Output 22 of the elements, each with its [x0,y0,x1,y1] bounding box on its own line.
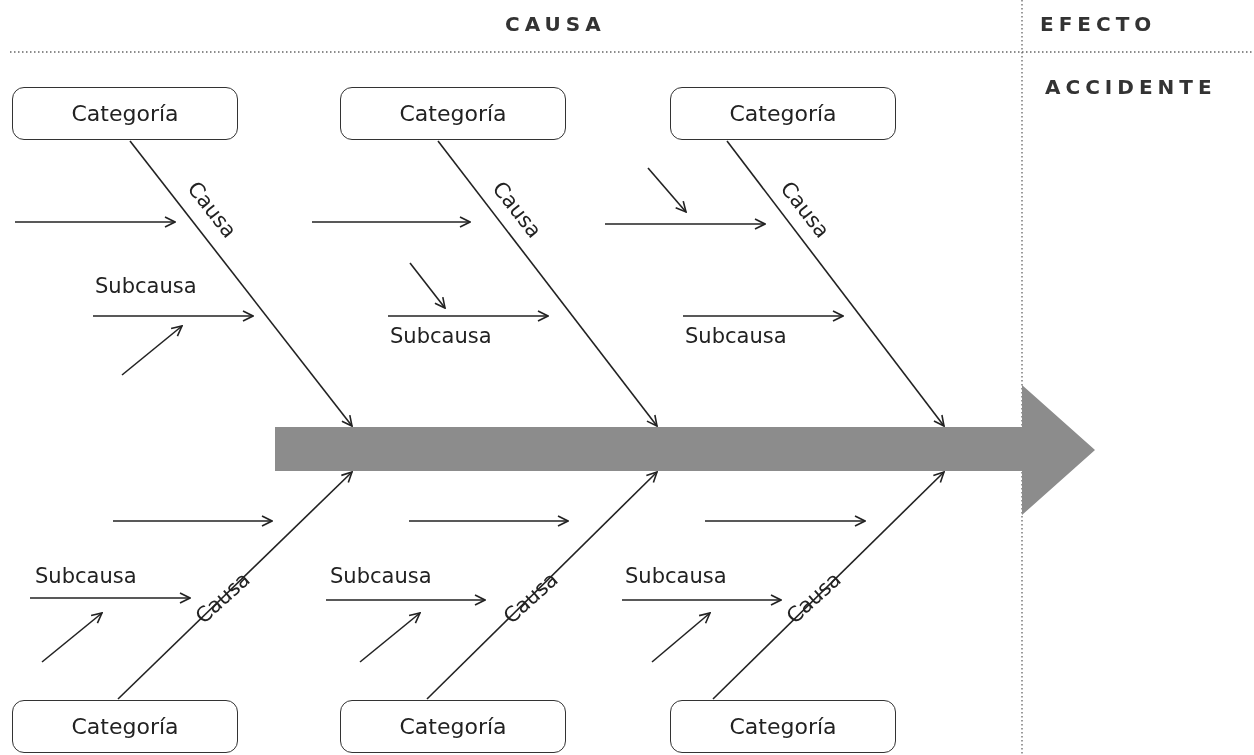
subcause-label: Subcausa [330,566,432,587]
cause-arrow [129,140,353,427]
subcause-label: Subcausa [625,566,727,587]
subcause-label: Subcausa [390,326,492,347]
cause-arrow [426,471,658,700]
cause-arrow [712,471,945,700]
cause-arrow [117,471,353,700]
subcause-label: Subcausa [35,566,137,587]
category-box: Categoría [340,700,566,753]
effect-label: ACCIDENTE [1045,77,1217,97]
column-header: EFECTO [1040,14,1157,34]
spine-arrow [275,385,1095,515]
category-box: Categoría [12,700,238,753]
category-box: Categoría [670,87,896,140]
subcause-label: Subcausa [685,326,787,347]
column-header: CAUSA [505,14,606,34]
category-box: Categoría [340,87,566,140]
cause-arrow [437,140,658,427]
category-box: Categoría [12,87,238,140]
category-box: Categoría [670,700,896,753]
cause-arrow [726,140,945,427]
subcause-label: Subcausa [95,276,197,297]
